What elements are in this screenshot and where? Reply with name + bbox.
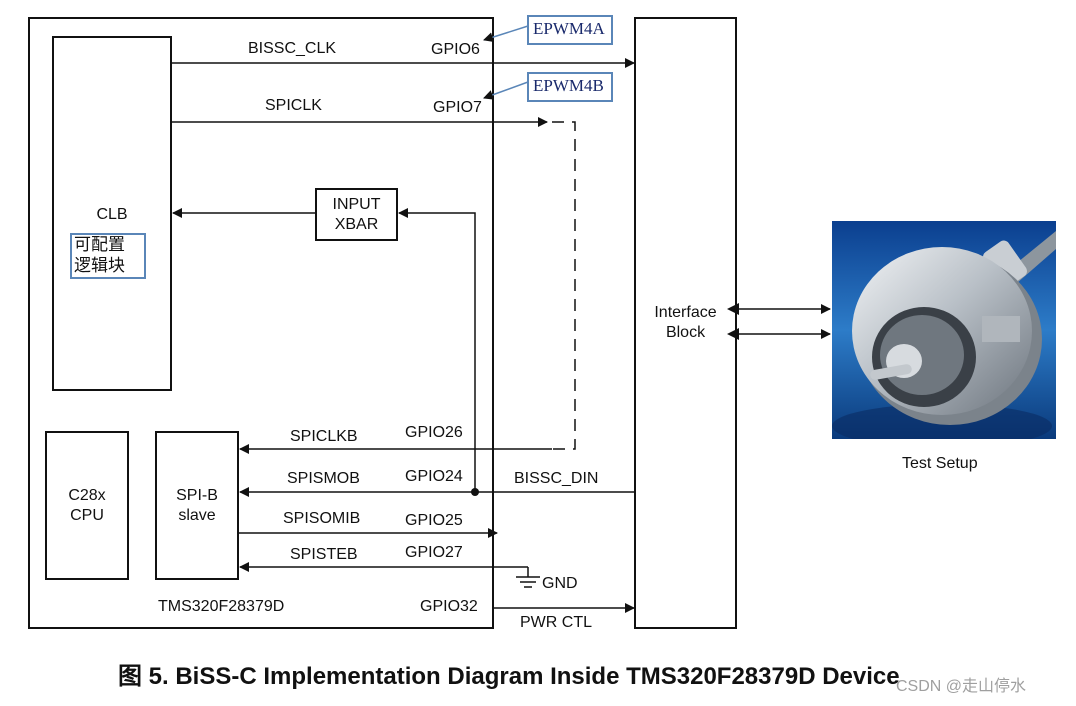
junction-dot <box>471 488 479 496</box>
input-xbar-block <box>315 188 398 241</box>
cpu-block <box>45 431 129 580</box>
epwm4b-pointer <box>483 81 529 100</box>
interface-line-1: Interface <box>654 304 717 321</box>
clb-chinese-line-2: 逻辑块 <box>74 256 125 276</box>
interface-line-2: Block <box>665 324 706 341</box>
ground-symbol <box>516 567 540 588</box>
input-xbar-label: INPUT XBAR <box>316 195 397 235</box>
gpio6-label: GPIO6 <box>431 41 480 58</box>
bissc-din-label: BISSC_DIN <box>514 470 599 487</box>
cpu-label: C28x CPU <box>46 486 128 526</box>
epwm4b-tag: EPWM4B <box>527 72 613 102</box>
clb-chinese-line-1: 可配置 <box>74 235 125 255</box>
spi-b-line-1: SPI-B <box>176 487 218 504</box>
interface-label: Interface Block <box>635 303 736 343</box>
device-outline <box>28 17 494 629</box>
xbar-tap-wire <box>398 208 476 492</box>
gpio25-label: GPIO25 <box>405 512 463 529</box>
test-setup-label: Test Setup <box>902 455 978 472</box>
gpio7-label: GPIO7 <box>433 99 482 116</box>
spiclk-label: SPICLK <box>265 97 322 114</box>
spisomib-label: SPISOMIB <box>283 510 361 527</box>
spi-b-line-2: slave <box>178 507 216 524</box>
spi-b-block <box>155 431 239 580</box>
spismob-label: SPISMOB <box>287 470 360 487</box>
gpio26-label: GPIO26 <box>405 424 463 441</box>
gpio27-label: GPIO27 <box>405 544 463 561</box>
spiclk-loopback-dashed <box>552 121 576 450</box>
pwr-ctl-label: PWR CTL <box>520 614 592 631</box>
epwm4a-pointer <box>483 25 529 43</box>
clb-block <box>52 36 172 391</box>
gpio24-label: GPIO24 <box>405 468 463 485</box>
device-label: TMS320F28379D <box>158 598 285 615</box>
epwm4a-tag: EPWM4A <box>527 15 613 45</box>
clb-label: CLB <box>96 206 128 223</box>
gnd-label: GND <box>542 575 578 592</box>
interface-block <box>634 17 737 629</box>
spisteb-label: SPISTEB <box>290 546 358 563</box>
gpio32-label: GPIO32 <box>420 598 478 615</box>
watermark: CSDN @走山停水 <box>896 678 1027 695</box>
figure-caption: 图 5. BiSS-C Implementation Diagram Insid… <box>118 663 900 690</box>
cpu-line-2: CPU <box>70 507 104 524</box>
input-xbar-line-1: INPUT <box>332 196 381 213</box>
encoder-image <box>832 221 1056 439</box>
clb-chinese-label: 可配置 逻辑块 <box>70 233 146 279</box>
input-xbar-line-2: XBAR <box>334 216 379 233</box>
spi-b-label: SPI-B slave <box>156 486 238 526</box>
cpu-line-1: C28x <box>68 487 106 504</box>
spiclkb-label: SPICLKB <box>290 428 358 445</box>
bissc-clk-label: BISSC_CLK <box>248 40 337 57</box>
